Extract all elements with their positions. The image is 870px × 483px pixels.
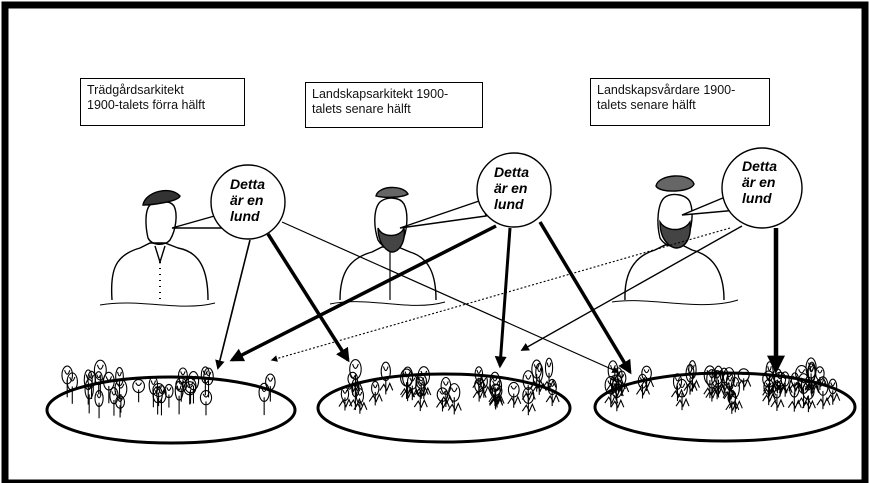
arrow-3-to-grove-2 — [520, 225, 743, 351]
tree-icon — [530, 359, 545, 392]
tree-icon — [711, 365, 726, 397]
tree-icon — [114, 378, 128, 413]
tree-icon — [187, 371, 200, 404]
tree-icon — [199, 390, 213, 416]
tree-icon — [507, 381, 522, 408]
tree-icon — [521, 387, 536, 416]
speech-text-3: Detta är en lund — [742, 158, 778, 206]
tree-icon — [816, 376, 831, 410]
arrow-1-to-grove-3 — [281, 221, 620, 373]
tree-icon — [797, 373, 812, 409]
tree-icon — [436, 387, 451, 412]
tree-icon — [636, 373, 651, 399]
tree-icon — [671, 373, 685, 402]
speech-bubble-3 — [681, 147, 803, 229]
arrow-1-to-grove-1 — [215, 239, 251, 370]
tree-icon — [338, 386, 353, 411]
tree-icon — [102, 371, 115, 404]
tree-icon — [477, 374, 492, 398]
person-landscape-architect — [329, 186, 446, 306]
arrow-3-to-grove-1 — [270, 227, 731, 362]
person-garden-architect — [99, 189, 216, 307]
tree-icon — [705, 369, 720, 402]
tree-icon — [258, 382, 270, 416]
arrow-2-to-grove-1 — [229, 224, 497, 362]
tree-icon — [94, 371, 103, 395]
tree-icon — [183, 381, 197, 405]
tree-icon — [447, 383, 462, 415]
grove-1 — [45, 359, 297, 445]
tree-icon — [722, 367, 737, 402]
tree-icon — [265, 373, 276, 402]
speech-text-1: Detta är en lund — [230, 176, 266, 224]
grove-3 — [593, 357, 857, 443]
arrow-1-to-grove-2 — [266, 233, 350, 363]
tree-icon — [414, 373, 429, 399]
tree-icon — [174, 380, 184, 415]
speech-text-2: Detta är en lund — [494, 164, 530, 212]
tree-icon — [379, 361, 394, 395]
tree-icon — [610, 378, 625, 412]
tree-icon — [489, 375, 504, 410]
arrows — [215, 221, 785, 375]
tree-icon — [405, 373, 420, 401]
role-label-garden-architect: Trädgårdsarkitekt 1900-talets förra hälf… — [80, 78, 245, 126]
tree-icon — [115, 395, 126, 418]
arrow-2-to-grove-3 — [538, 221, 632, 375]
role-label-landscape-architect: Landskapsarkitekt 1900- talets senare hä… — [305, 82, 483, 128]
arrow-2-to-grove-2 — [494, 227, 512, 369]
tree-icon — [164, 383, 174, 408]
tree-icon — [685, 360, 700, 392]
speech-bubble-2 — [399, 152, 552, 229]
tree-icon — [368, 380, 383, 406]
speech-bubble-1 — [171, 164, 286, 240]
role-label-landscape-conservator: Landskapsvårdare 1900- talets senare häl… — [590, 78, 770, 126]
tree-icon — [61, 365, 73, 398]
tree-icon — [826, 378, 841, 405]
person-landscape-conservator — [611, 175, 739, 306]
tree-icon — [545, 378, 560, 407]
tree-icon — [84, 378, 94, 414]
tree-icon — [156, 385, 167, 416]
tree-icon — [770, 380, 785, 411]
tree-icon — [532, 362, 547, 395]
grove-2 — [316, 357, 572, 444]
tree-icon — [675, 378, 690, 411]
tree-icon — [132, 379, 146, 403]
tree-icon — [349, 358, 363, 394]
tree-icon — [737, 368, 752, 391]
